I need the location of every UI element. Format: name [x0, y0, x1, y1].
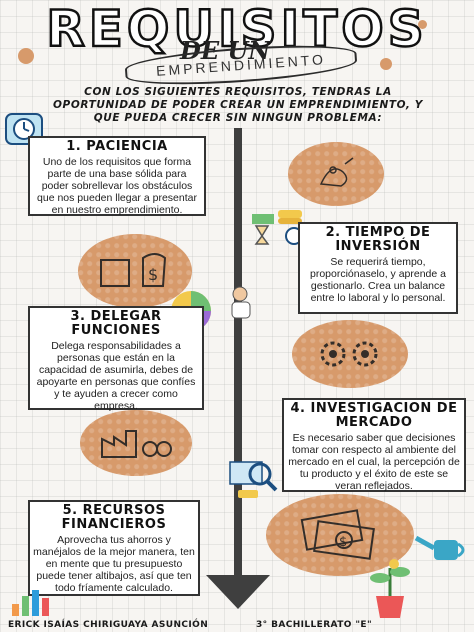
pharmacy-doodle-icon	[319, 157, 354, 187]
step-text: Delega responsabilidades a personas que …	[36, 340, 196, 412]
step-title: 5. RECURSOS FINANCIEROS	[61, 503, 167, 532]
timeline-arrow	[206, 575, 270, 609]
step-card-recursos: 5. RECURSOS FINANCIEROS Aprovecha tus ah…	[28, 500, 200, 596]
gears-icon	[320, 341, 378, 367]
market-illustration	[80, 410, 192, 476]
step-card-paciencia: 1. PACIENCIA Uno de los requisitos que f…	[28, 136, 206, 216]
step-card-investigacion: 4. INVESTIGACION DE MERCADO Es necesario…	[282, 398, 466, 492]
step-text: Aprovecha tus ahorros y manéjalos de la …	[33, 534, 195, 594]
bar-chart-icon	[8, 584, 52, 618]
step-text: Uno de los requisitos que forma parte de…	[37, 156, 197, 216]
person-icon	[222, 284, 262, 324]
clock-icon	[4, 112, 44, 148]
teamwork-illustration	[292, 320, 408, 388]
step-title: 1. PACIENCIA	[66, 139, 168, 154]
plant-icon	[364, 556, 416, 622]
step-text: Se requerirá tiempo, proporciónaselo, y …	[309, 256, 446, 304]
step-text: Es necesario saber que decisiones tomar …	[288, 432, 460, 492]
decor-dot	[18, 48, 34, 64]
svg-text:$: $	[148, 265, 158, 284]
step-title: 3. DELEGAR FUNCIONES	[70, 309, 162, 338]
magnifier-icon	[228, 456, 286, 502]
decor-dot	[380, 58, 392, 70]
factory-icon	[101, 430, 172, 458]
step-title: 2. TIEMPO DE INVERSIÓN	[325, 225, 431, 254]
course-label: 3° BACHILLERATO "E"	[256, 620, 373, 630]
step-card-delegar: 3. DELEGAR FUNCIONES Delega responsabili…	[28, 306, 204, 412]
svg-text:$: $	[339, 535, 347, 550]
step-title: 4. INVESTIGACION DE MERCADO	[290, 401, 458, 430]
step-card-tiempo: 2. TIEMPO DE INVERSIÓN Se requerirá tiem…	[298, 222, 458, 314]
patience-illustration	[288, 142, 384, 206]
cash-icon: $	[300, 509, 375, 560]
watering-can-icon	[412, 530, 468, 570]
page-title: REQUISITOS	[45, 0, 428, 58]
author-name: ERICK ISAÍAS CHIRIGUAYA ASUNCIÓN	[8, 620, 209, 630]
budget-illustration: $	[78, 234, 192, 308]
banner-label: EMPRENDIMIENTO	[155, 51, 327, 79]
title-connector: DE UN	[180, 36, 271, 65]
decor-dot	[418, 20, 427, 29]
timeline-line	[234, 128, 242, 588]
intro-text: CON LOS SIGUIENTES REQUISITOS, TENDRAS L…	[53, 86, 423, 124]
money-bag-icon: $	[100, 253, 167, 287]
